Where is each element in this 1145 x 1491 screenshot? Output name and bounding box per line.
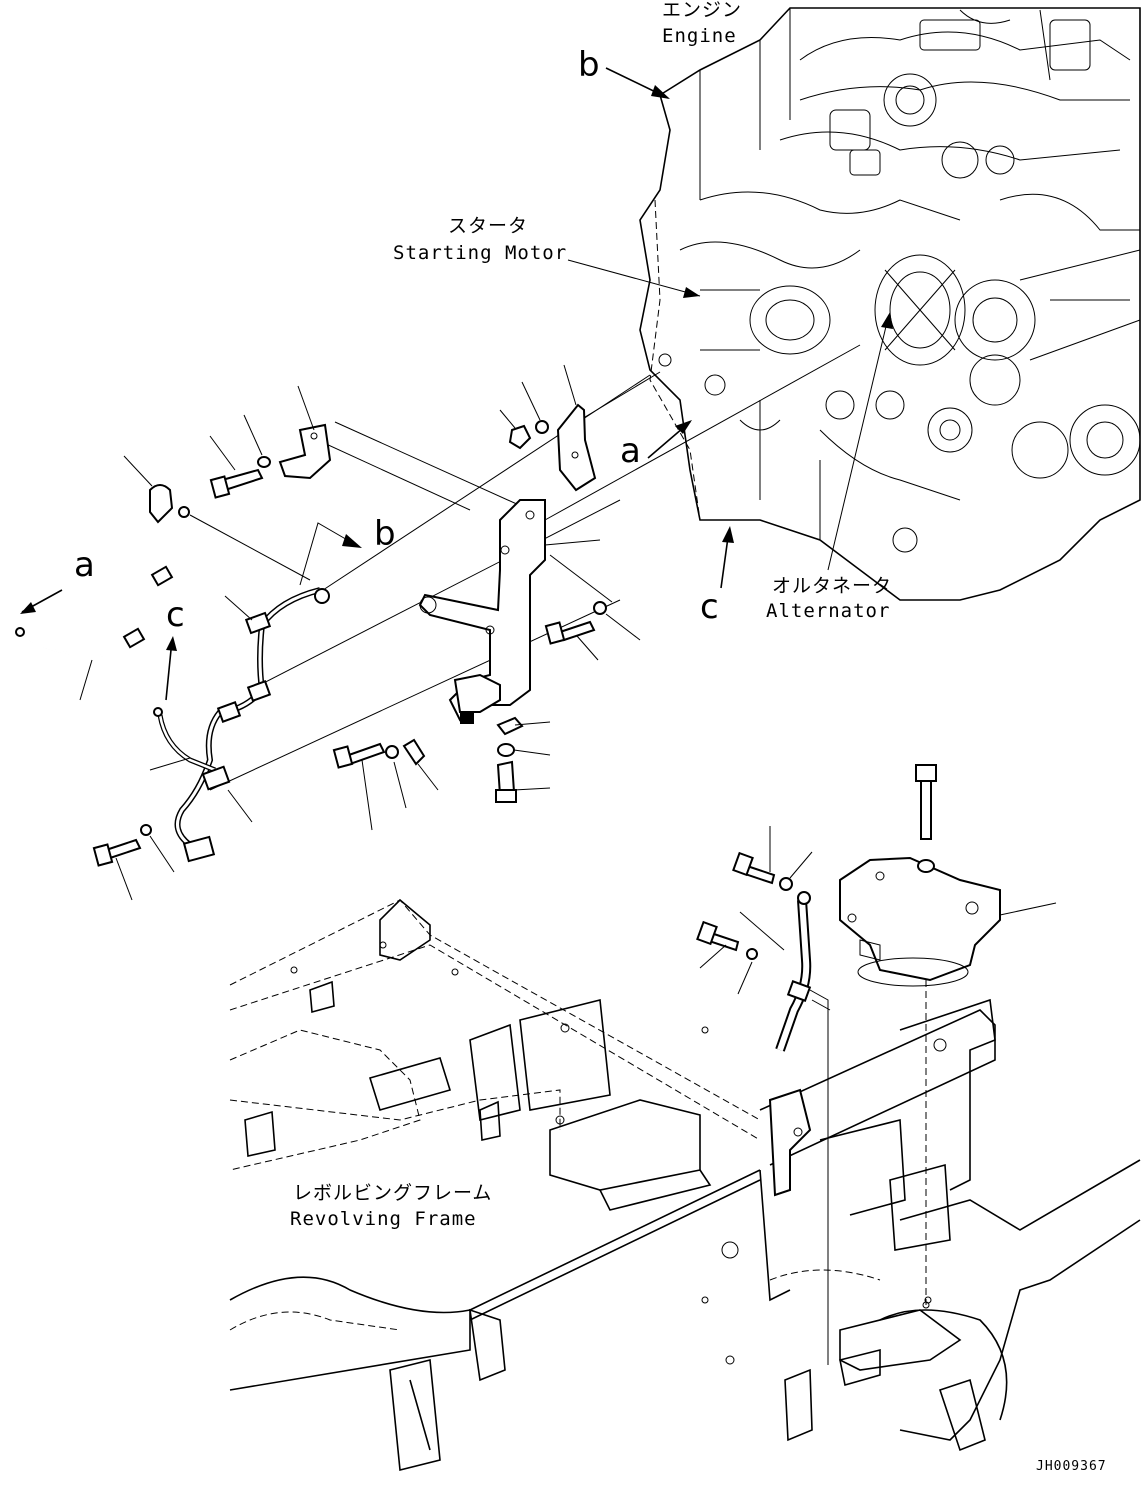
- cable-ground-left: [15, 506, 190, 701]
- small-bracket-left: [278, 385, 332, 480]
- drawing-code: JH009367: [1036, 1459, 1107, 1474]
- callout-b-harness: b: [374, 514, 396, 554]
- small-bracket-right: [556, 364, 597, 492]
- alternator-leader: [827, 317, 889, 571]
- callout-a-harness: a: [74, 545, 95, 585]
- projection-lines: [189, 344, 861, 791]
- starter-label-en: Starting Motor: [393, 242, 567, 264]
- revolving-frame-drawing: [229, 764, 1141, 1472]
- engine-drawing: [639, 7, 1141, 601]
- callout-c-harness: c: [166, 595, 185, 635]
- alternator-label-en: Alternator: [766, 600, 890, 622]
- callout-b-harness-leader: [299, 522, 357, 586]
- frame-label-jp: レボルビングフレーム: [293, 1182, 492, 1204]
- harness-bracket: [418, 499, 546, 724]
- starter-label-jp: スタータ: [448, 215, 528, 237]
- callout-c-engine: c: [700, 587, 719, 627]
- alternator-arrowhead: [881, 312, 893, 329]
- engine-label-en: Engine: [662, 25, 737, 47]
- starter-arrowhead: [683, 287, 700, 298]
- callout-b-engine: b: [578, 45, 600, 85]
- starter-leader: [567, 259, 701, 297]
- engine-label-jp: エンジン: [662, 0, 742, 21]
- bracket-leader: [544, 539, 601, 546]
- callout-a-engine: a: [620, 431, 641, 471]
- fasteners: [92, 381, 641, 901]
- cable-harness: [149, 587, 330, 863]
- frame-label-en: Revolving Frame: [290, 1208, 477, 1230]
- alternator-label-jp: オルタネータ: [772, 575, 892, 597]
